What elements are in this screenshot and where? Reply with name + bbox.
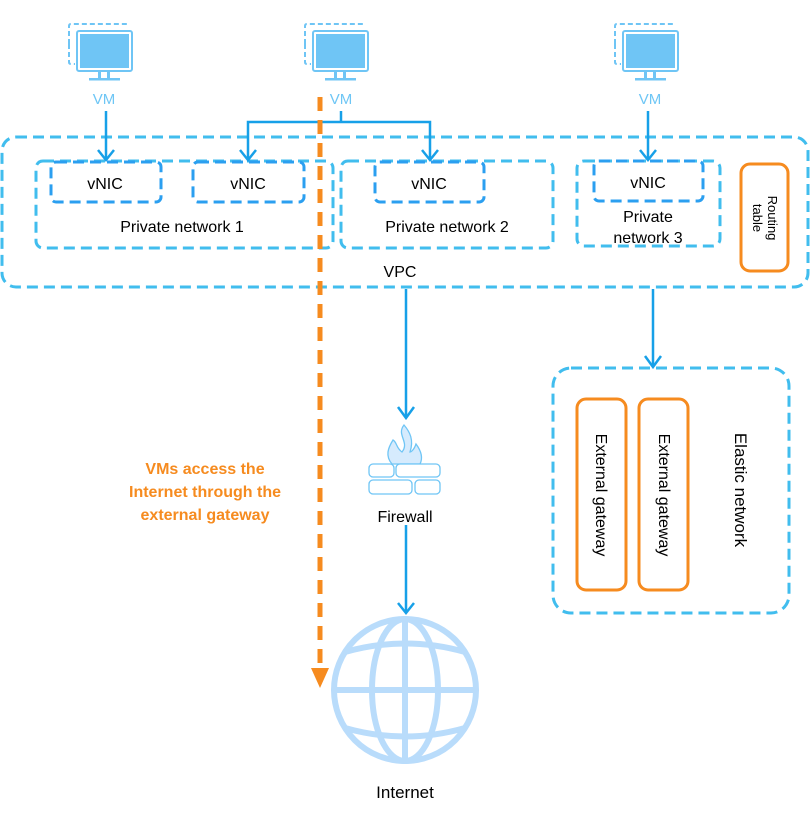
elastic-network-container	[551, 366, 791, 615]
vm-2: VM	[304, 23, 369, 108]
private-network-label-line1: Private	[623, 209, 673, 226]
private-network-label-line2: network 3	[613, 230, 682, 247]
vm-3: VM	[614, 23, 679, 108]
arrow-head-icon	[239, 149, 257, 163]
external-gateway-label: External gateway	[592, 434, 609, 557]
elastic-network-label: Elastic network	[731, 433, 750, 548]
private-network-1	[34, 159, 335, 250]
routing-table	[739, 162, 790, 273]
internet-label: Internet	[376, 783, 434, 802]
arrow-head-icon	[397, 602, 415, 616]
external-gateway-label: External gateway	[655, 434, 672, 557]
arrow-head-icon	[97, 149, 115, 163]
firewall-label: Firewall	[377, 509, 432, 526]
private-network-2	[339, 159, 555, 250]
vnic-label: vNIC	[411, 176, 447, 193]
vnic-label: vNIC	[230, 176, 266, 193]
routing-table-label-line2: table	[750, 204, 765, 232]
vnic-box	[49, 160, 163, 204]
external-gateway-2	[637, 397, 690, 592]
firewall-icon	[368, 423, 441, 495]
private-network-label: Private network 1	[120, 219, 244, 236]
arrow-head-icon	[643, 355, 663, 370]
private-network-label: Private network 2	[385, 219, 509, 236]
vm-label: VM	[330, 91, 353, 108]
arrow-head-icon	[639, 149, 657, 163]
arrow-head-icon	[421, 149, 439, 163]
vnic-label: vNIC	[630, 175, 666, 192]
arrow-head-icon	[396, 406, 416, 421]
vpc-label: VPC	[384, 264, 417, 281]
annotation-line2: Internet through the	[129, 484, 281, 501]
external-gateway-1	[575, 397, 628, 592]
globe-icon	[331, 616, 479, 764]
vnic-box	[373, 160, 486, 204]
vnic-box	[592, 159, 705, 203]
annotation-line1: VMs access the	[145, 461, 264, 478]
annotation-line3: external gateway	[141, 507, 270, 524]
monitor-icon	[68, 23, 133, 82]
monitor-icon	[614, 23, 679, 82]
routing-table-label-line1: Routing	[765, 196, 780, 241]
vnic-box	[191, 160, 306, 204]
private-network-3	[575, 159, 722, 248]
vm-label: VM	[93, 91, 116, 108]
vpc-container	[0, 135, 810, 289]
monitor-icon	[304, 23, 369, 82]
connector-line	[246, 120, 432, 160]
vm-1: VM	[68, 23, 133, 108]
vm-connections	[97, 111, 663, 616]
arrow-head-icon	[311, 668, 329, 688]
vm-label: VM	[639, 91, 662, 108]
vnic-label: vNIC	[87, 176, 123, 193]
